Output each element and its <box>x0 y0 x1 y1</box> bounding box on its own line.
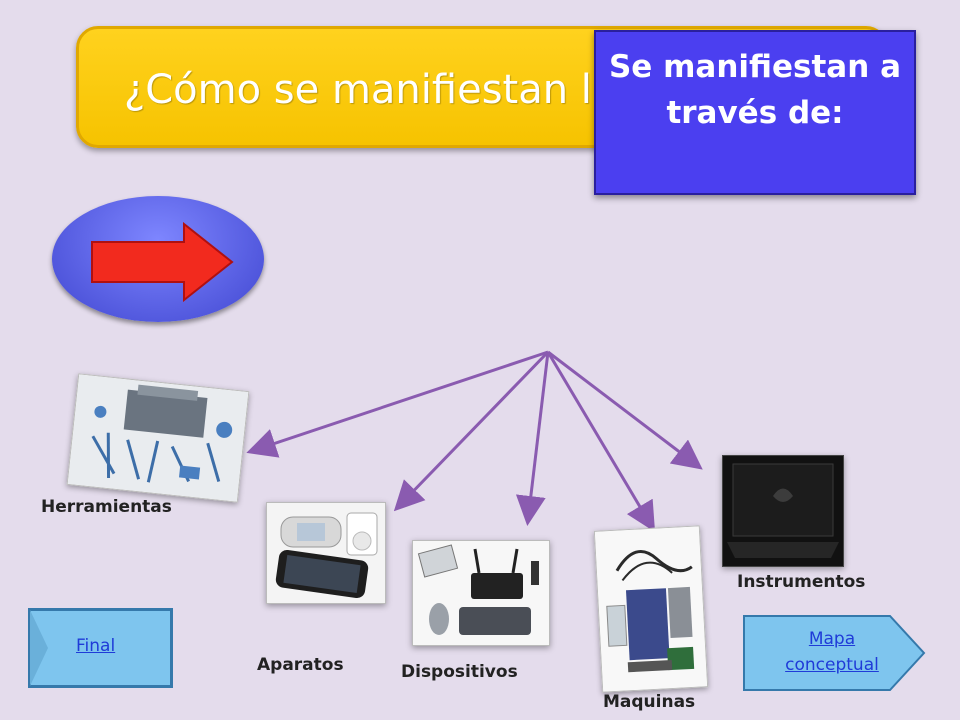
label-instrumentos: Instrumentos <box>737 572 866 592</box>
connector-aparatos <box>393 350 550 512</box>
label-dispositivos: Dispositivos <box>401 662 518 682</box>
banner-title: ¿Cómo se manifiestan los <box>124 67 638 113</box>
phones-players-photo <box>266 502 386 604</box>
mapa-conceptual-link[interactable]: Mapa conceptual <box>785 629 879 675</box>
industrial-machine-photo <box>593 525 709 693</box>
red-arrow-icon[interactable] <box>90 222 234 302</box>
final-link[interactable]: Final <box>76 636 116 656</box>
back-arrow-icon <box>29 609 172 687</box>
connector-instrumentos <box>547 350 703 470</box>
laptop-photo <box>722 455 844 567</box>
connector-herramientas <box>246 350 549 458</box>
label-aparatos: Aparatos <box>257 655 344 675</box>
label-maquinas: Maquinas <box>603 692 696 712</box>
computer-peripherals-photo <box>412 540 550 646</box>
forward-arrow-icon <box>743 615 926 691</box>
mapa-conceptual-button[interactable]: Mapa conceptual <box>742 614 926 696</box>
final-button[interactable]: Final <box>28 608 173 688</box>
label-herramientas: Herramientas <box>41 497 172 517</box>
connector-maquinas <box>546 351 656 533</box>
connector-dispositivos <box>515 351 550 526</box>
callout-box: Se manifiestan a través de: <box>594 30 916 195</box>
tools-toolbox-photo <box>66 373 250 503</box>
